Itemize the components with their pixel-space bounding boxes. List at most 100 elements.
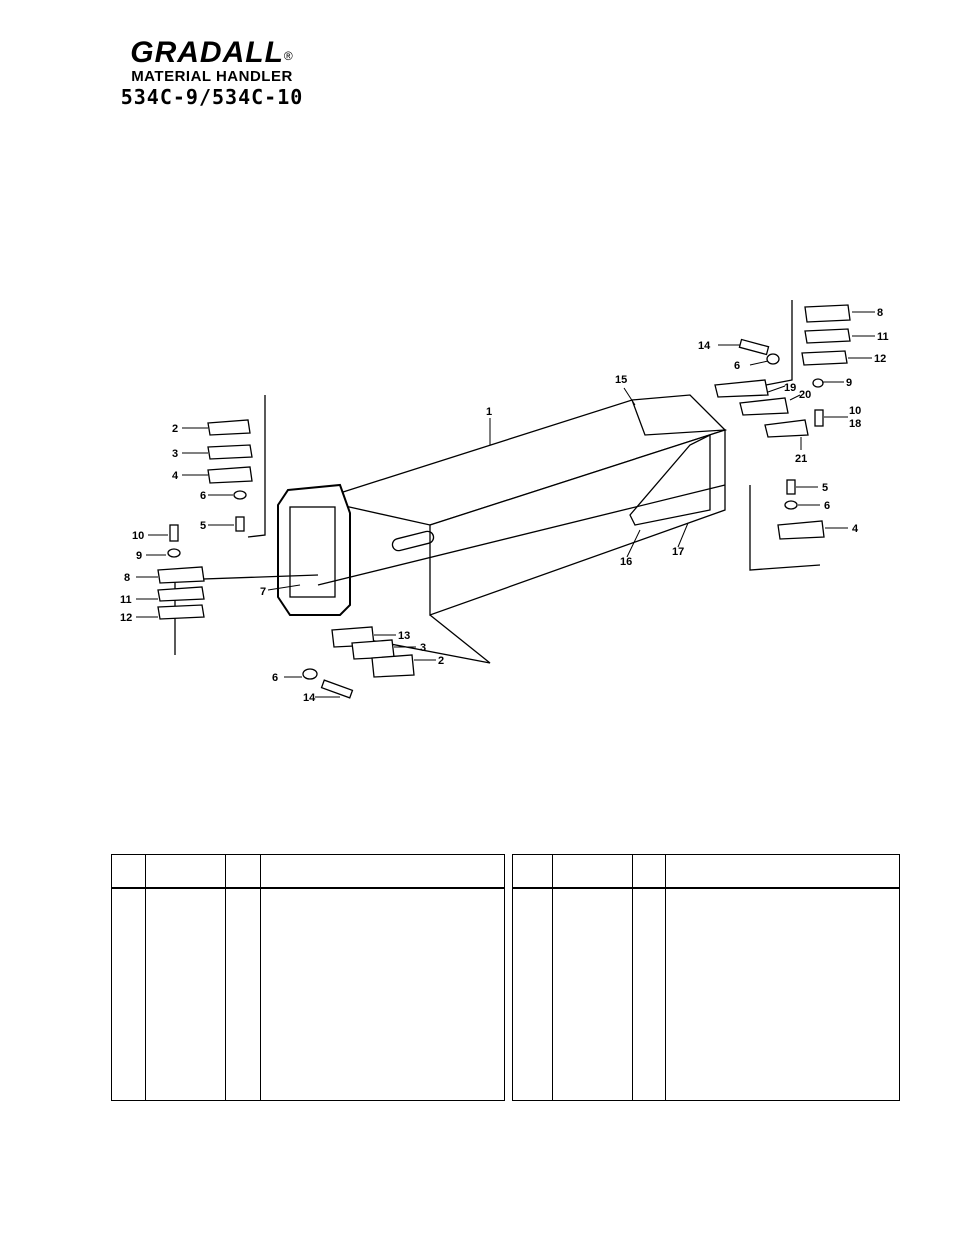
col-header-qty — [225, 854, 261, 889]
front-flange — [277, 483, 351, 616]
callout-19: 19 — [784, 382, 796, 394]
col-header-description — [665, 854, 900, 889]
callout-3-center: 3 — [420, 642, 426, 654]
boom-side-face — [429, 429, 726, 616]
model-number: 534C-9/534C-10 — [120, 85, 304, 109]
boom-bottom-edge — [317, 484, 726, 586]
washer-6-center — [302, 668, 318, 680]
washer-9-left — [167, 548, 181, 558]
bolt-10-right — [814, 409, 824, 427]
callout-17: 17 — [672, 546, 684, 558]
shim-12-right — [801, 350, 848, 366]
col-header-qty — [632, 854, 666, 889]
table-row — [111, 888, 505, 1101]
shim-2-left — [207, 419, 251, 436]
callout-3-left: 3 — [172, 448, 178, 460]
callout-10-right: 10 — [849, 405, 861, 417]
shim-3-center — [351, 639, 395, 660]
col-header-part-no — [552, 854, 633, 889]
pad-8-left — [157, 566, 205, 584]
table-cell — [261, 888, 505, 1101]
callout-5-right: 5 — [822, 482, 828, 494]
callout-15: 15 — [615, 374, 627, 386]
pad-4-right — [777, 520, 825, 540]
shim-12-left — [157, 604, 205, 620]
washer-6-left — [233, 490, 247, 500]
callout-11-left: 11 — [120, 594, 132, 606]
table-cell — [666, 888, 900, 1101]
shim-2-center — [371, 654, 415, 678]
brand-logo: GRADALL® — [130, 36, 294, 69]
shim-11-left — [157, 586, 205, 602]
callout-labels: 1 2 3 4 6 5 10 9 8 11 12 7 13 3 2 6 14 1… — [120, 307, 889, 704]
callout-6-right-bottom: 6 — [824, 500, 830, 512]
exploded-parts-diagram: 1 2 3 4 6 5 10 9 8 11 12 7 13 3 2 6 14 1… — [100, 285, 900, 715]
table-cell — [225, 888, 261, 1101]
callout-leaders — [136, 311, 875, 698]
brand-subtitle: MATERIAL HANDLER — [131, 68, 293, 85]
callout-10-left: 10 — [132, 530, 144, 542]
table-row — [512, 888, 900, 1101]
callout-14-center: 14 — [303, 692, 316, 704]
callout-8-right: 8 — [877, 307, 883, 319]
callout-4-left: 4 — [172, 470, 179, 482]
table-cell — [632, 888, 666, 1101]
pad-4-left — [207, 466, 253, 484]
bolt-10-left — [169, 524, 179, 542]
callout-9-left: 9 — [136, 550, 142, 562]
rear-gusset — [629, 433, 711, 526]
callout-4-right: 4 — [852, 523, 859, 535]
callout-18: 18 — [849, 418, 861, 430]
upper-right-bracket — [739, 300, 793, 391]
flange-opening — [289, 506, 336, 598]
callout-9-right: 9 — [846, 377, 852, 389]
callout-21: 21 — [795, 453, 807, 465]
washer-9-right — [812, 378, 824, 388]
parts-table-right — [512, 854, 900, 1101]
lower-right-bracket — [749, 485, 821, 571]
callout-6-center: 6 — [272, 672, 278, 684]
shim-19 — [714, 379, 769, 398]
callout-2-center: 2 — [438, 655, 444, 667]
table-cell — [512, 888, 553, 1101]
callout-1: 1 — [486, 406, 492, 418]
registered-mark: ® — [283, 49, 294, 63]
bolt-14-center — [320, 679, 354, 699]
callout-12-left: 12 — [120, 612, 132, 624]
table-cell — [145, 888, 226, 1101]
bolt-5-left — [235, 516, 245, 532]
col-header-description — [260, 854, 505, 889]
callout-13: 13 — [398, 630, 410, 642]
brand-header: GRADALL® MATERIAL HANDLER 534C-9/534C-10 — [112, 36, 312, 109]
pad-21 — [764, 419, 809, 438]
upper-left-bracket — [247, 395, 266, 538]
parts-table-left — [111, 854, 505, 1101]
callout-11-right: 11 — [877, 331, 889, 343]
callout-14-right: 14 — [698, 340, 711, 352]
col-header-item — [512, 854, 553, 889]
callout-20: 20 — [799, 389, 811, 401]
col-header-part-no — [145, 854, 226, 889]
callout-2-left: 2 — [172, 423, 178, 435]
bolt-14-right — [738, 338, 770, 356]
bolt-5-right — [786, 479, 796, 495]
col-header-item — [111, 854, 146, 889]
rear-top-plate — [631, 394, 727, 436]
callout-6-left: 6 — [200, 490, 206, 502]
table-cell — [552, 888, 633, 1101]
callout-6-right-top: 6 — [734, 360, 740, 372]
washer-6-right-bottom — [784, 500, 798, 510]
pad-8-right — [804, 304, 851, 323]
boom-drawing: 1 2 3 4 6 5 10 9 8 11 12 7 13 3 2 6 14 1… — [120, 300, 889, 704]
shim-20 — [739, 397, 789, 416]
callout-12-right: 12 — [874, 353, 886, 365]
callout-7: 7 — [260, 586, 266, 598]
callout-16: 16 — [620, 556, 632, 568]
table-cell — [111, 888, 146, 1101]
shim-3-left — [207, 444, 253, 460]
boom-slot — [391, 530, 435, 552]
callout-8-left: 8 — [124, 572, 130, 584]
washer-6-right-top — [766, 353, 780, 365]
callout-5-left: 5 — [200, 520, 206, 532]
shim-11-right — [804, 328, 851, 344]
